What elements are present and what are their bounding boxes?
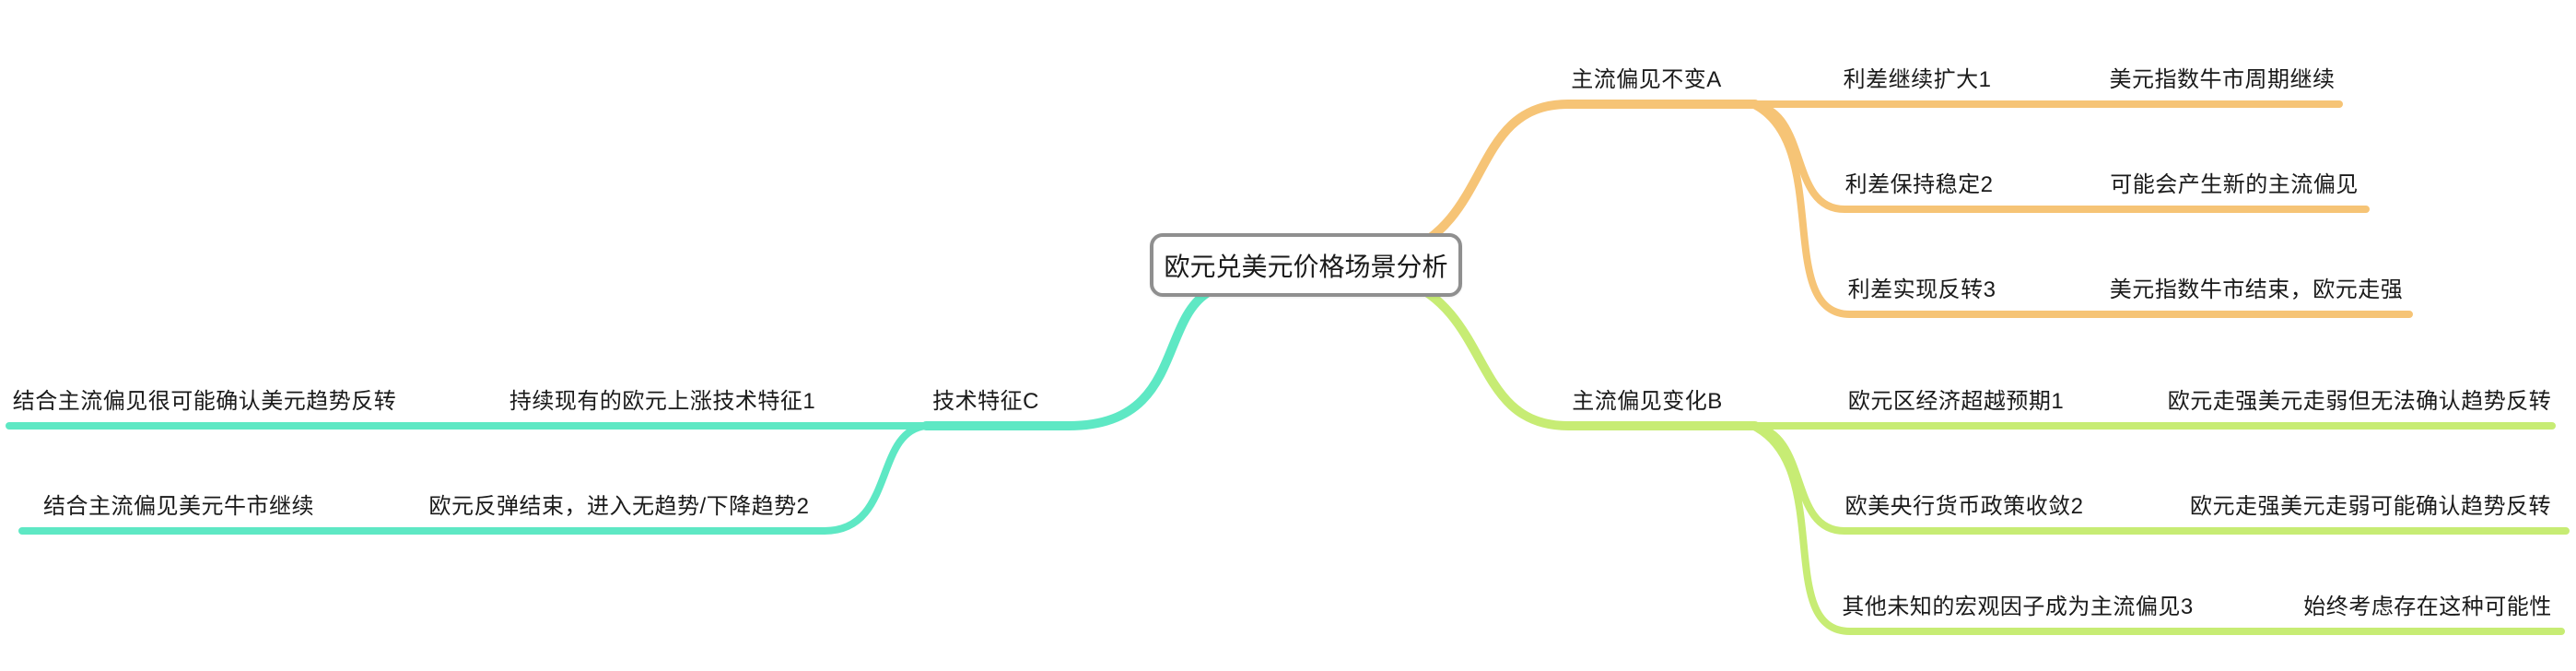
branch-c2-line: [18, 422, 930, 535]
node-b2-label[interactable]: 欧美央行货币政策收敛2: [1844, 494, 2084, 519]
node-a3-label[interactable]: 利差实现反转3: [1847, 277, 1996, 302]
node-a1-label[interactable]: 利差继续扩大1: [1843, 67, 1992, 92]
branch-a-trunk-line: [1399, 100, 1760, 257]
leaf-c2-label[interactable]: 结合主流偏见美元牛市继续: [43, 494, 314, 519]
node-b1-label[interactable]: 欧元区经济超越预期1: [1847, 389, 2065, 414]
leaf-b1-label[interactable]: 欧元走强美元走弱但无法确认趋势反转: [2167, 389, 2552, 414]
branch-b-trunk-line: [1399, 276, 1760, 430]
branch-a2-line: [1749, 100, 2370, 213]
branch-b2-line: [1749, 422, 2570, 535]
leaf-a2-label[interactable]: 可能会产生新的主流偏见: [2110, 172, 2359, 197]
root-node[interactable]: 欧元兑美元价格场景分析: [1150, 233, 1462, 297]
node-b3-label[interactable]: 其他未知的宏观因子成为主流偏见3: [1842, 594, 2194, 619]
leaf-a3-label[interactable]: 美元指数牛市结束，欧元走强: [2109, 277, 2404, 302]
branch-b3-line: [1749, 422, 2565, 635]
branch-c-trunk-line: [921, 288, 1212, 430]
leaf-b2-label[interactable]: 欧元走强美元走弱可能确认趋势反转: [2190, 494, 2551, 519]
branch-a3-line: [1749, 100, 2413, 318]
leaf-b3-label[interactable]: 始终考虑存在这种可能性: [2303, 594, 2552, 619]
node-a2-label[interactable]: 利差保持稳定2: [1844, 172, 1994, 197]
node-c1-label[interactable]: 持续现有的欧元上涨技术特征1: [509, 389, 816, 414]
leaf-c1-label[interactable]: 结合主流偏见很可能确认美元趋势反转: [12, 389, 397, 414]
node-c2-label[interactable]: 欧元反弹结束，进入无趋势/下降趋势2: [428, 494, 810, 519]
branch-c-label[interactable]: 技术特征C: [932, 389, 1039, 414]
branch-b-label[interactable]: 主流偏见变化B: [1572, 389, 1723, 414]
branch-a-label[interactable]: 主流偏见不变A: [1571, 67, 1722, 92]
leaf-a1-label[interactable]: 美元指数牛市周期继续: [2109, 67, 2336, 92]
